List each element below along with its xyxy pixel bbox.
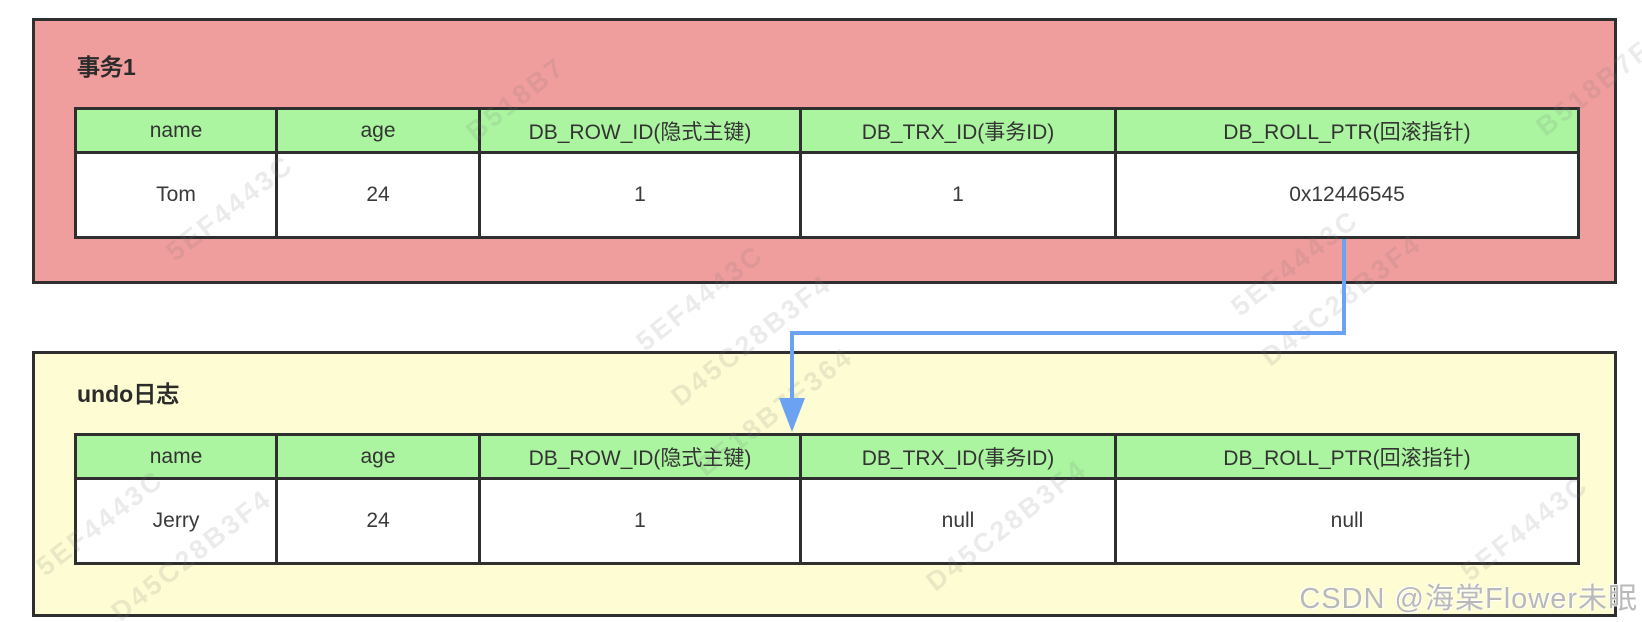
column-header-db-row-id: DB_ROW_ID(隐式主键) xyxy=(478,433,802,480)
cell-name: Jerry xyxy=(74,477,278,565)
cell-db-roll-ptr: 0x12446545 xyxy=(1114,151,1580,239)
undo-log-table-header-row: name age DB_ROW_ID(隐式主键) DB_TRX_ID(事务ID)… xyxy=(74,433,1580,480)
cell-name: Tom xyxy=(74,151,278,239)
transaction-table: name age DB_ROW_ID(隐式主键) DB_TRX_ID(事务ID)… xyxy=(74,107,1580,239)
cell-age: 24 xyxy=(275,477,481,565)
cell-age: 24 xyxy=(275,151,481,239)
column-header-name: name xyxy=(74,433,278,480)
column-header-name: name xyxy=(74,107,278,154)
column-header-db-roll-ptr: DB_ROLL_PTR(回滚指针) xyxy=(1114,433,1580,480)
undo-log-table-data-row: Jerry 24 1 null null xyxy=(74,477,1580,565)
cell-db-row-id: 1 xyxy=(478,151,802,239)
cell-db-trx-id: null xyxy=(799,477,1117,565)
csdn-watermark: CSDN @海棠Flower未眠 xyxy=(1299,583,1638,615)
undo-log-box-title: undo日志 xyxy=(77,381,180,407)
transaction-table-header-row: name age DB_ROW_ID(隐式主键) DB_TRX_ID(事务ID)… xyxy=(74,107,1580,154)
undo-log-table: name age DB_ROW_ID(隐式主键) DB_TRX_ID(事务ID)… xyxy=(74,433,1580,565)
transaction-table-data-row: Tom 24 1 1 0x12446545 xyxy=(74,151,1580,239)
column-header-age: age xyxy=(275,107,481,154)
column-header-db-roll-ptr: DB_ROLL_PTR(回滚指针) xyxy=(1114,107,1580,154)
column-header-age: age xyxy=(275,433,481,480)
cell-db-roll-ptr: null xyxy=(1114,477,1580,565)
cell-db-trx-id: 1 xyxy=(799,151,1117,239)
column-header-db-row-id: DB_ROW_ID(隐式主键) xyxy=(478,107,802,154)
column-header-db-trx-id: DB_TRX_ID(事务ID) xyxy=(799,107,1117,154)
cell-db-row-id: 1 xyxy=(478,477,802,565)
column-header-db-trx-id: DB_TRX_ID(事务ID) xyxy=(799,433,1117,480)
transaction-box: 事务1 name age DB_ROW_ID(隐式主键) DB_TRX_ID(事… xyxy=(32,18,1617,284)
transaction-box-title: 事务1 xyxy=(77,54,136,80)
